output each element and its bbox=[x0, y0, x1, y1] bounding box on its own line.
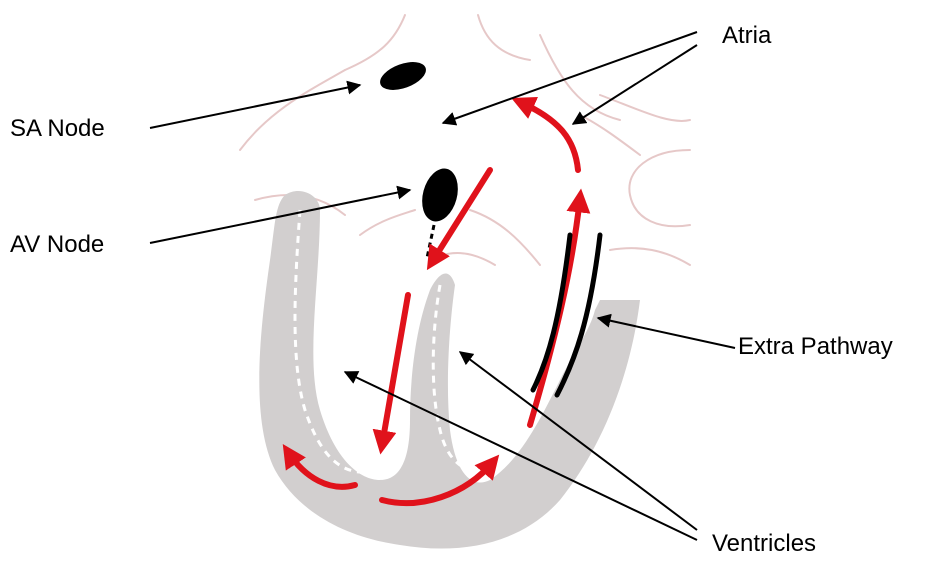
av-node-tail bbox=[427, 225, 434, 258]
pointer-atria-1 bbox=[443, 32, 697, 123]
sa-node-shape bbox=[376, 57, 429, 96]
ventricles-label: Ventricles bbox=[712, 532, 816, 556]
av-node-label: AV Node bbox=[10, 233, 104, 257]
av-node-shape bbox=[417, 165, 464, 226]
extra-pathway-label: Extra Pathway bbox=[738, 335, 893, 359]
pointer-sa-node bbox=[150, 85, 360, 128]
sa-node-label: SA Node bbox=[10, 117, 105, 141]
pointer-atria-2 bbox=[573, 45, 697, 124]
atria-label: Atria bbox=[722, 24, 771, 48]
conduction-arrow-atria-up bbox=[520, 102, 578, 170]
